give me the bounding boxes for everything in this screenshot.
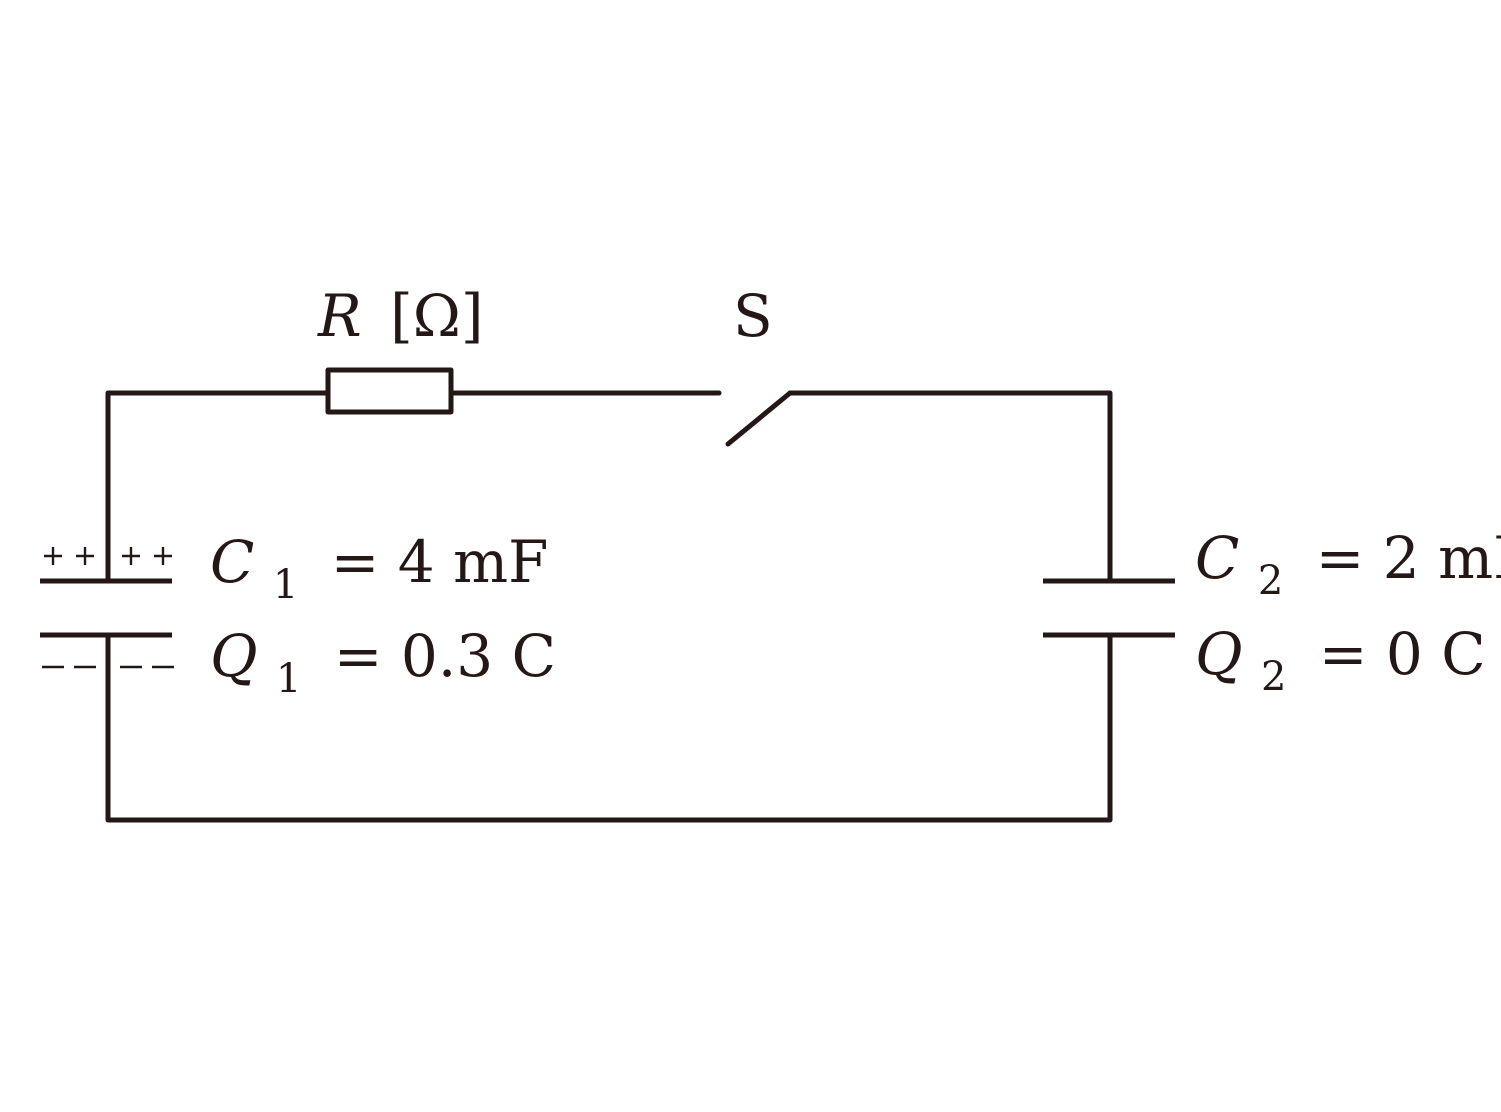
- capacitor-1-symbol: [40, 547, 174, 669]
- wire-switch-to-right: [787, 390, 1113, 584]
- wire-left-top: [105, 390, 331, 584]
- q2-subscript: 2: [1261, 654, 1286, 700]
- c2-subscript: 2: [1258, 558, 1283, 604]
- wire-bottom: [105, 632, 1113, 823]
- switch-blade: [725, 390, 793, 447]
- svg-text:C 2 = 2 mF: C 2 = 2 mF: [1195, 524, 1501, 608]
- svg-text:Q 1 = 0.3 C: Q 1 = 0.3 C: [210, 622, 556, 706]
- svg-text:R [Ω]: R [Ω]: [317, 282, 483, 350]
- resistor-unit-text: [Ω]: [390, 282, 483, 350]
- wires: [105, 390, 1113, 823]
- capacitor-2-labels: C 2 = 2 mF Q 2 = 0 C: [1195, 524, 1501, 704]
- c1-value: = 4 mF: [331, 528, 549, 596]
- q2-value: = 0 C: [1319, 620, 1486, 688]
- capacitor-1-plus-signs: [44, 547, 172, 565]
- resistor-label: R [Ω]: [317, 282, 483, 350]
- c2-symbol: C: [1195, 524, 1239, 592]
- svg-text:C 1 = 4 mF: C 1 = 4 mF: [210, 528, 548, 612]
- q1-subscript: 1: [276, 656, 301, 702]
- svg-text:Q 2 = 0 C: Q 2 = 0 C: [1195, 620, 1486, 704]
- c1-subscript: 1: [273, 562, 298, 608]
- c2-value: = 2 mF: [1316, 524, 1501, 592]
- q1-value: = 0.3 C: [334, 622, 556, 690]
- resistor-symbol-text: R: [317, 282, 362, 350]
- switch-label: S: [733, 282, 773, 350]
- resistor-symbol: [325, 367, 454, 415]
- q2-symbol: Q: [1195, 620, 1243, 688]
- c1-symbol: C: [210, 528, 254, 596]
- capacitor-2-symbol: [1043, 578, 1175, 638]
- capacitor-1-labels: C 1 = 4 mF Q 1 = 0.3 C: [210, 528, 556, 706]
- q1-symbol: Q: [210, 622, 258, 690]
